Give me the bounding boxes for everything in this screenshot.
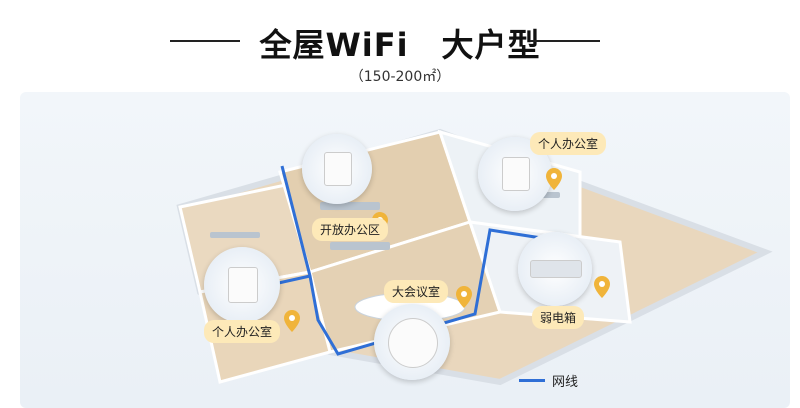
floor-plan-illustration: 个人办公室 开放办公区 个人办公室 大会议室 弱电箱 (20, 92, 790, 408)
map-pin-icon (284, 310, 300, 332)
title-row: 全屋WiFi 大户型 (0, 16, 800, 64)
map-pin-icon (546, 168, 562, 190)
label-meeting: 大会议室 (384, 280, 449, 303)
label-cabinet: 弱电箱 (532, 306, 585, 329)
wall-ap-device (324, 152, 352, 186)
map-pin-icon (456, 286, 472, 308)
legend-cable-label: 网线 (552, 375, 579, 390)
wall-ap-device (228, 267, 258, 303)
ap-open-office (302, 134, 372, 204)
title-left-line (170, 40, 240, 42)
ap-left-office (204, 247, 280, 323)
page-title: 全屋WiFi 大户型 (259, 26, 541, 64)
label-office-left: 个人办公室 (204, 320, 281, 343)
switch-device (530, 260, 582, 278)
label-office-right: 个人办公室 (530, 132, 607, 155)
page-subtitle: （150-200㎡） (349, 69, 451, 85)
title-right-line (530, 40, 600, 42)
label-open-office: 开放办公区 (312, 218, 389, 241)
ap-meeting-ceiling (374, 304, 450, 380)
switch-cabinet (518, 232, 592, 306)
legend-cable-swatch (519, 379, 545, 382)
wall-ap-device (502, 157, 530, 191)
ceiling-ap-device (388, 318, 438, 368)
map-pin-icon (594, 276, 610, 298)
